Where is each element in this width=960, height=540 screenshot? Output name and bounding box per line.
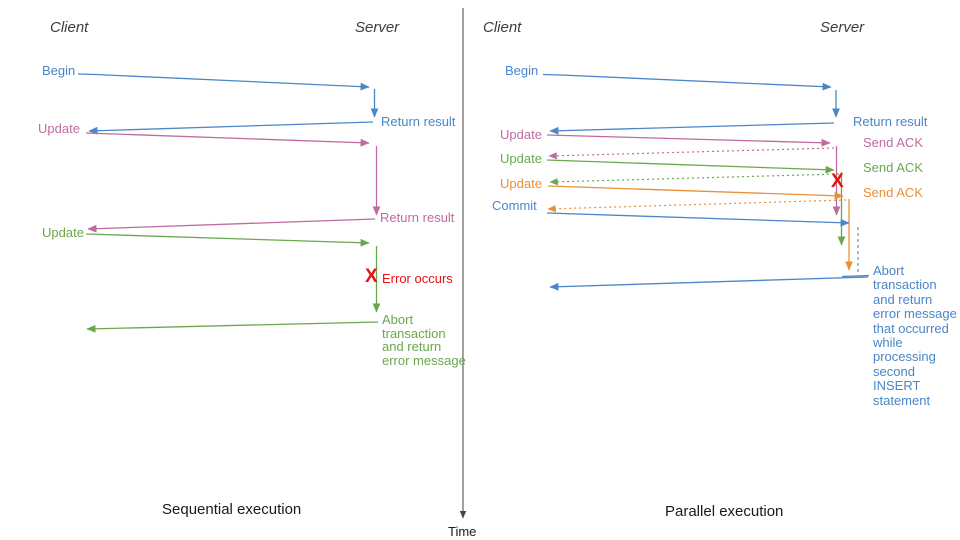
right-send-ack-2-dotted-arrow <box>549 173 840 186</box>
right-server-label: Server <box>820 19 865 36</box>
left-return-result-1-label: Return result <box>381 114 456 129</box>
right-begin-request-arrow <box>542 73 832 91</box>
right-begin-label: Begin <box>505 63 539 78</box>
right-update-2-label: Update <box>500 151 542 166</box>
right-error-x-icon: X <box>831 171 844 192</box>
right-update-3-request-arrow <box>547 185 844 200</box>
right-send-ack-3-dotted-arrow <box>547 199 847 213</box>
right-send-ack-1-dotted-arrow <box>548 147 835 160</box>
left-error-occurs-label: Error occurs <box>382 271 453 286</box>
right-return-result-arrow <box>549 122 835 135</box>
left-update-1-label: Update <box>38 121 80 136</box>
right-return-result-label: Return result <box>853 114 928 129</box>
left-abort-note: Abort transaction and return error messa… <box>382 312 466 368</box>
time-axis-label: Time <box>448 524 477 539</box>
left-begin-label: Begin <box>42 63 76 78</box>
right-client-label: Client <box>483 19 522 36</box>
left-update-2-request-arrow <box>85 233 370 247</box>
right-abort-note: Abort transaction and return error messa… <box>873 263 957 408</box>
left-abort-return-arrow <box>86 321 379 333</box>
right-send-ack-1-label: Send ACK <box>863 135 923 150</box>
left-update-2-label: Update <box>42 225 84 240</box>
parallel-execution-title: Parallel execution <box>665 503 784 520</box>
right-send-ack-2-label: Send ACK <box>863 160 923 175</box>
left-return-result-2-arrow <box>87 218 376 233</box>
left-return-result-1-arrow <box>88 121 374 135</box>
left-begin-request-arrow <box>77 73 370 91</box>
right-abort-return-arrow <box>549 276 869 291</box>
sequential-execution-title: Sequential execution <box>162 501 302 518</box>
left-update-1-request-arrow <box>85 132 370 147</box>
left-server-label: Server <box>355 19 400 36</box>
right-update-2-request-arrow <box>546 159 835 174</box>
right-send-ack-3-label: Send ACK <box>863 185 923 200</box>
right-update-1-label: Update <box>500 127 542 142</box>
right-commit-request-arrow <box>546 212 850 227</box>
left-error-x-icon: X <box>365 266 378 287</box>
left-client-label: Client <box>50 19 89 36</box>
right-update-3-label: Update <box>500 176 542 191</box>
right-abort-baseline <box>841 274 870 278</box>
left-return-result-2-label: Return result <box>380 210 455 225</box>
right-commit-label: Commit <box>492 198 537 213</box>
right-update-1-request-arrow <box>546 134 831 147</box>
